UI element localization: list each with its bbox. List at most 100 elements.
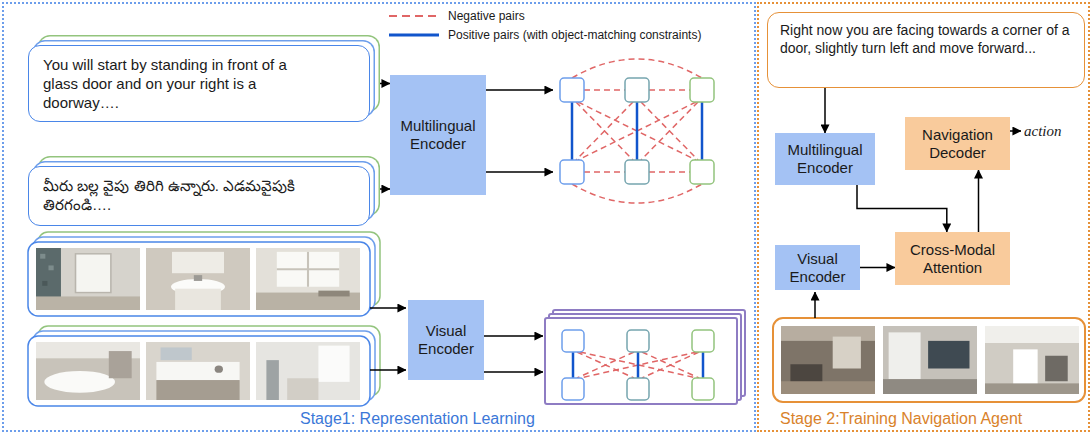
svg-g [577,352,699,378]
encoder-box: Visual Encoder [775,245,860,290]
svg-rect [562,378,584,400]
svg-line [580,352,697,378]
stage-caption: Stage1: Representation Learning [300,410,535,428]
svg-path [572,184,702,203]
box-label: Multilingual Encoder [779,141,871,177]
box-label: Multilingual Encoder [394,117,482,153]
box-label: Visual Encoder [412,322,480,358]
svg-line [814,292,816,318]
svg-line [571,102,574,160]
text-similarity-graph [560,59,714,203]
box-label: Navigation Decoder [909,126,1006,162]
output-label: action [1024,122,1062,140]
svg-line [1010,130,1021,132]
svg-rect [625,160,649,184]
svg-use [985,326,1079,394]
decoder-box: Navigation Decoder [905,117,1010,170]
svg-line [701,102,704,160]
stage-caption: Stage 2:Training Navigation Agent [780,410,1022,428]
instruction-box: You will start by standing in front of a… [28,45,370,122]
svg-line [580,352,697,378]
legend-swatch [388,30,440,40]
svg-line [642,352,699,378]
svg-g [560,78,714,184]
svg-rect [627,378,649,400]
legend-text: Positive pairs (with object-matching con… [448,26,701,44]
svg-line [649,171,690,173]
svg-line [649,89,690,91]
svg-rect [28,336,370,406]
svg-use [146,248,250,310]
svg-rect [562,330,584,352]
svg-rect [627,330,649,352]
svg-path [572,59,702,78]
connector-arrow [824,88,826,133]
svg-line [578,102,696,160]
svg-use [36,248,140,310]
encoder-box: Multilingual Encoder [775,133,875,185]
svg-line [636,102,639,160]
svg-line [572,352,575,378]
legend-swatch [388,11,440,21]
svg-use [146,342,250,400]
observation-images [773,318,1085,402]
svg-rect [33,237,375,311]
svg-line [576,102,633,160]
image-stack [28,232,380,316]
svg-g [572,102,702,160]
svg-rect [545,318,737,404]
svg-line [577,352,634,378]
legend-text: Negative pairs [448,7,525,25]
svg-g [572,59,702,203]
visual-similarity-graph [545,310,745,404]
svg-line [641,102,698,160]
svg-line [584,89,625,91]
box-label: మీరు బల్ల వైపు తిరిగి ఉన్నారు. ఎడమవైపుకి… [43,176,321,214]
instruction-box: మీరు బల్ల వైపు తిరిగి ఉన్నారు. ఎడమవైపుకి… [28,166,370,226]
svg-g [562,330,714,400]
stage-panel: Stage 2:Training Navigation Agent Right n… [757,2,1090,432]
svg-rect [560,78,584,102]
svg-line [702,352,705,378]
connector-arrow [370,83,390,85]
svg-rect [625,78,649,102]
encoder-box: Visual Encoder [408,300,484,380]
svg-rect [773,318,1085,402]
legend-row: Negative pairs [388,6,701,25]
svg-line [484,335,543,337]
image-stack [28,326,380,406]
connector-arrow [857,185,947,232]
connector-arrow [860,267,895,269]
svg-line [486,171,553,173]
svg-line [370,369,406,371]
connector-arrow [978,170,980,232]
legend-line [389,33,439,36]
box-label: Visual Encoder [779,250,856,286]
svg-rect [690,160,714,184]
box-label: Cross-Modal Attention [899,241,1006,277]
svg-rect [560,160,584,184]
svg-use [256,342,360,400]
svg-rect [692,378,714,400]
svg-line [484,371,543,373]
box-label: You will start by standing in front of a… [43,55,321,112]
connector-arrow [370,188,390,190]
svg-rect [692,330,714,352]
instruction-box: Right now you are facing towards a corne… [767,12,1085,88]
attention-box: Cross-Modal Attention [895,232,1010,285]
legend-row: Positive pairs (with object-matching con… [388,25,701,44]
box-label: Right now you are facing towards a corne… [780,21,1072,57]
stage-panel: Stage1: Representation Learning You will … [2,2,756,432]
svg-line [642,352,699,378]
svg-line [370,307,406,309]
svg-line [641,102,698,160]
svg-line [577,352,634,378]
legend-line [389,15,439,17]
svg-use [256,248,360,310]
legend: Negative pairsPositive pairs (with objec… [388,6,701,44]
svg-line [576,102,633,160]
svg-use [36,342,140,400]
svg-g [573,352,703,378]
svg-line [486,89,553,91]
svg-use [883,326,977,394]
